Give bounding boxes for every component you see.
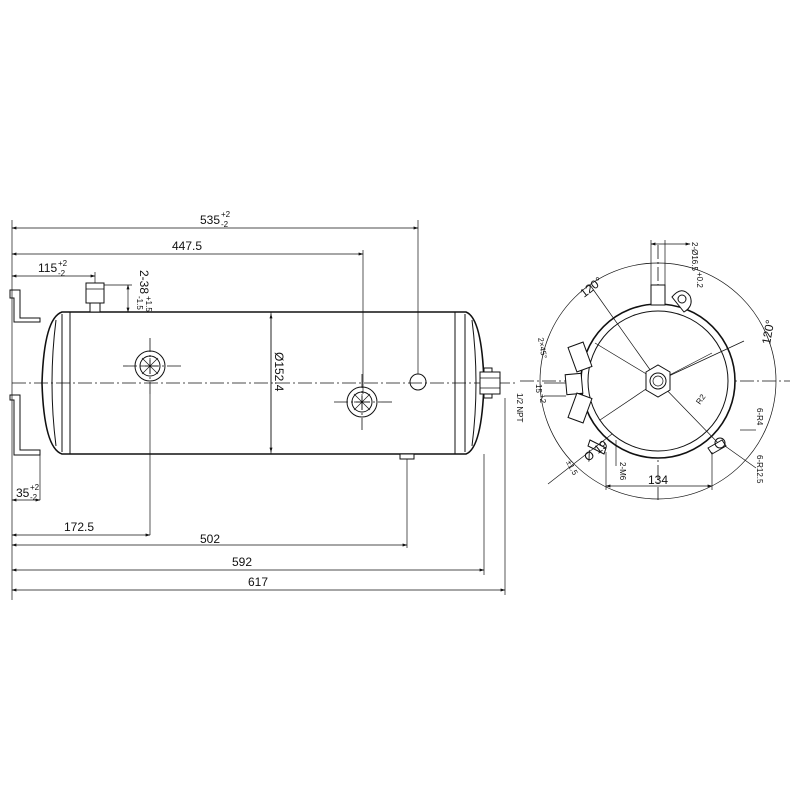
side-dim-134: 134 [648,473,668,487]
dim-115-tol-up: +2 [58,259,68,268]
side-m6: 2-M6 [618,462,627,481]
dim-115-tol-dn: -2 [58,269,66,278]
side-left-fitting-3 [567,392,593,424]
dim-172: 172.5 [64,520,94,534]
center-hex-nut [645,364,671,398]
dim-502: 502 [200,532,220,546]
radial-line-1 [589,284,659,382]
dim-35-tol-up: +2 [30,483,40,492]
top-fitting-body [85,282,105,304]
dim-dia-152: Ø152.4 [272,352,286,392]
dim-535: 535 [200,213,220,227]
dim-2-38-tol-up: +1.5 [144,296,153,312]
small-port [409,373,427,391]
tank-shell [41,311,485,455]
side-dia-leader [547,433,613,485]
dim-535-tol-up: +2 [221,210,231,219]
side-left-x: 2×45° [536,337,549,359]
side-foot-left [587,439,607,455]
dim-npt: 1/2 NPT [515,393,524,422]
dim-447: 447.5 [172,239,202,253]
side-left-15: 15 [534,384,543,393]
side-lug-top [671,290,692,313]
side-r4: 6-R4 [755,408,764,426]
dim-2-38: 2-38 [137,270,151,294]
side-hole-top: 2-Ø16.5 [690,242,699,271]
dim-617: 617 [248,575,268,589]
side-lug-hole [714,437,726,449]
side-r125: 6-R12.5 [755,455,764,484]
front-dimensions: 535 +2 -2 447.5 115 +2 -2 2-38 +1.5 -1.5… [11,210,524,600]
sight-glass-right [334,374,392,430]
side-hole-top-tol: +0.2 [695,272,704,288]
bracket-bottom [9,394,41,456]
bolt-circle [539,262,777,500]
radial-line-4 [657,380,721,446]
dim-535-tol-dn: -2 [221,220,229,229]
side-top-fitting [650,284,666,306]
side-view: 134 2-Ø16.5 +0.2 120° 120° 2×45° 15 +2 Ø… [520,240,790,500]
bottom-fitting [399,453,415,460]
npt-fitting [479,367,501,399]
side-left-fitting-2 [564,372,584,396]
side-left-15-tol: +2 [538,394,547,404]
end-weld-left [51,319,57,447]
front-view [9,282,515,460]
top-fitting-base [89,302,101,313]
shell-inner [587,310,729,452]
dim-592: 592 [232,555,252,569]
end-weld-right [471,319,477,447]
dim-2-38-tol-dn: -1.5 [135,296,144,310]
side-left-fitting-1 [567,341,593,373]
bracket-top [9,289,41,323]
dim-115: 115 [38,261,57,275]
side-angle-right: 120° [759,318,777,345]
dim-35: 35 [16,486,30,500]
sight-glass-left [123,338,182,394]
radial-line-2 [657,340,745,382]
dim-35-tol-dn: -2 [30,493,38,502]
